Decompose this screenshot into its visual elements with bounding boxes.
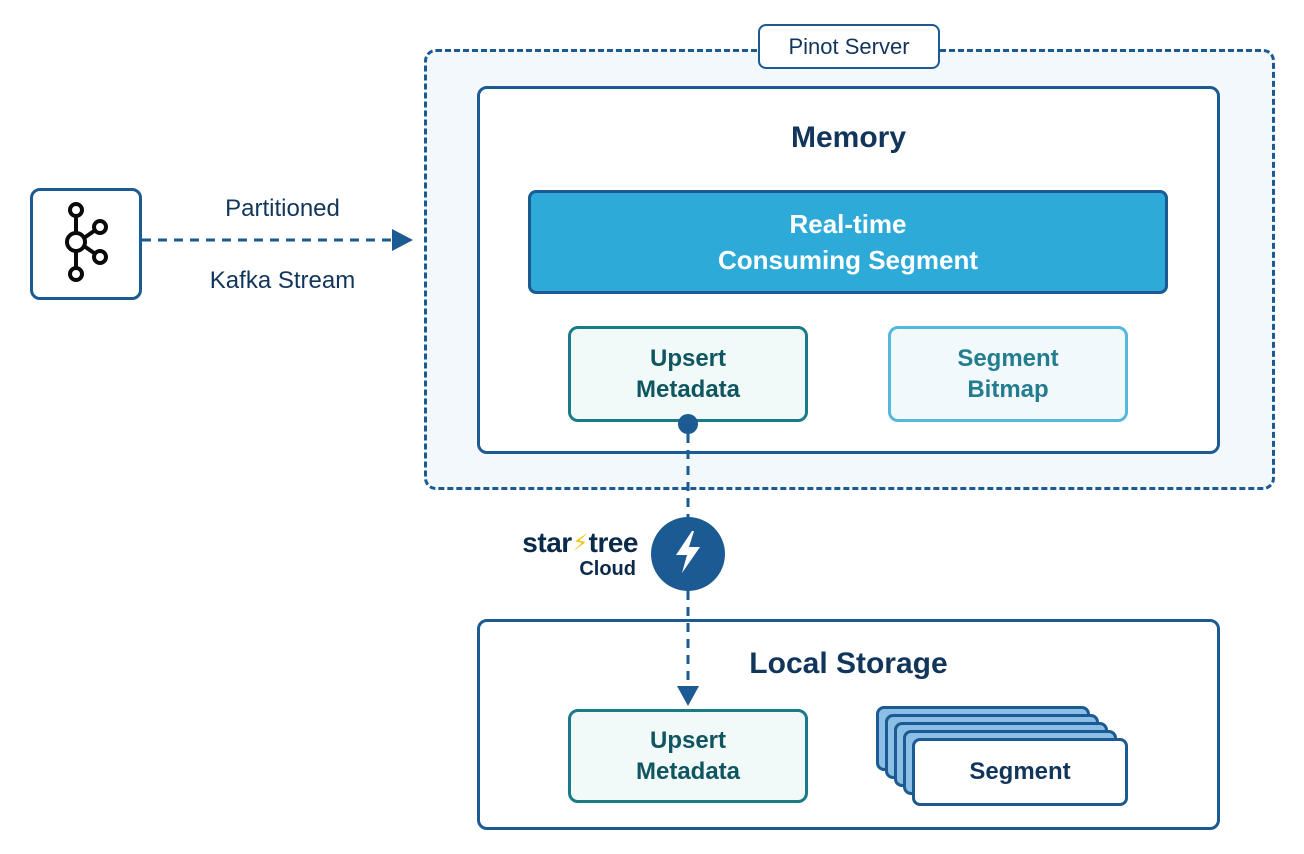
stream-label-top: Partitioned — [225, 195, 340, 222]
startree-bolt-icon: ⚡ — [572, 530, 588, 555]
upsert-sync-arrowhead — [677, 686, 699, 706]
stream-label-bottom: Kafka Stream — [209, 267, 356, 294]
segment-bitmap-line1: Segment — [957, 345, 1059, 372]
upsert-metadata-local-line1: Upsert — [649, 727, 727, 754]
upsert-metadata-memory-box: Upsert Metadata — [568, 326, 808, 422]
consuming-segment-box: Real-time Consuming Segment — [528, 190, 1168, 294]
consuming-segment-line2: Consuming Segment — [717, 245, 978, 275]
startree-logo-part2: tree — [588, 527, 639, 558]
segment-bitmap-line2: Bitmap — [967, 376, 1049, 403]
upsert-metadata-local-line2: Metadata — [635, 758, 741, 785]
upsert-metadata-local-box: Upsert Metadata — [568, 709, 808, 803]
pinot-server-label-text: Pinot Server — [788, 33, 910, 59]
kafka-to-server-arrowhead — [392, 229, 413, 251]
lightning-badge — [651, 517, 725, 591]
consuming-segment-line1: Real-time — [789, 209, 907, 239]
memory-title: Memory — [790, 121, 907, 154]
segment-card-label: Segment — [969, 758, 1071, 785]
segment-card: Segment — [912, 738, 1128, 806]
segment-bitmap-box: Segment Bitmap — [888, 326, 1128, 422]
lightning-icon — [670, 529, 706, 580]
startree-logo-part1: star — [522, 527, 572, 558]
upsert-connector-dot — [678, 414, 698, 434]
upsert-metadata-memory-line1: Upsert — [649, 345, 727, 372]
upsert-metadata-memory-line2: Metadata — [635, 376, 741, 403]
startree-logo: star⚡tree — [498, 527, 638, 559]
kafka-icon — [56, 200, 116, 289]
pinot-server-label: Pinot Server — [758, 24, 940, 69]
startree-cloud-label: Cloud — [579, 558, 636, 580]
kafka-source-box — [30, 188, 142, 300]
local-storage-title: Local Storage — [749, 647, 948, 680]
